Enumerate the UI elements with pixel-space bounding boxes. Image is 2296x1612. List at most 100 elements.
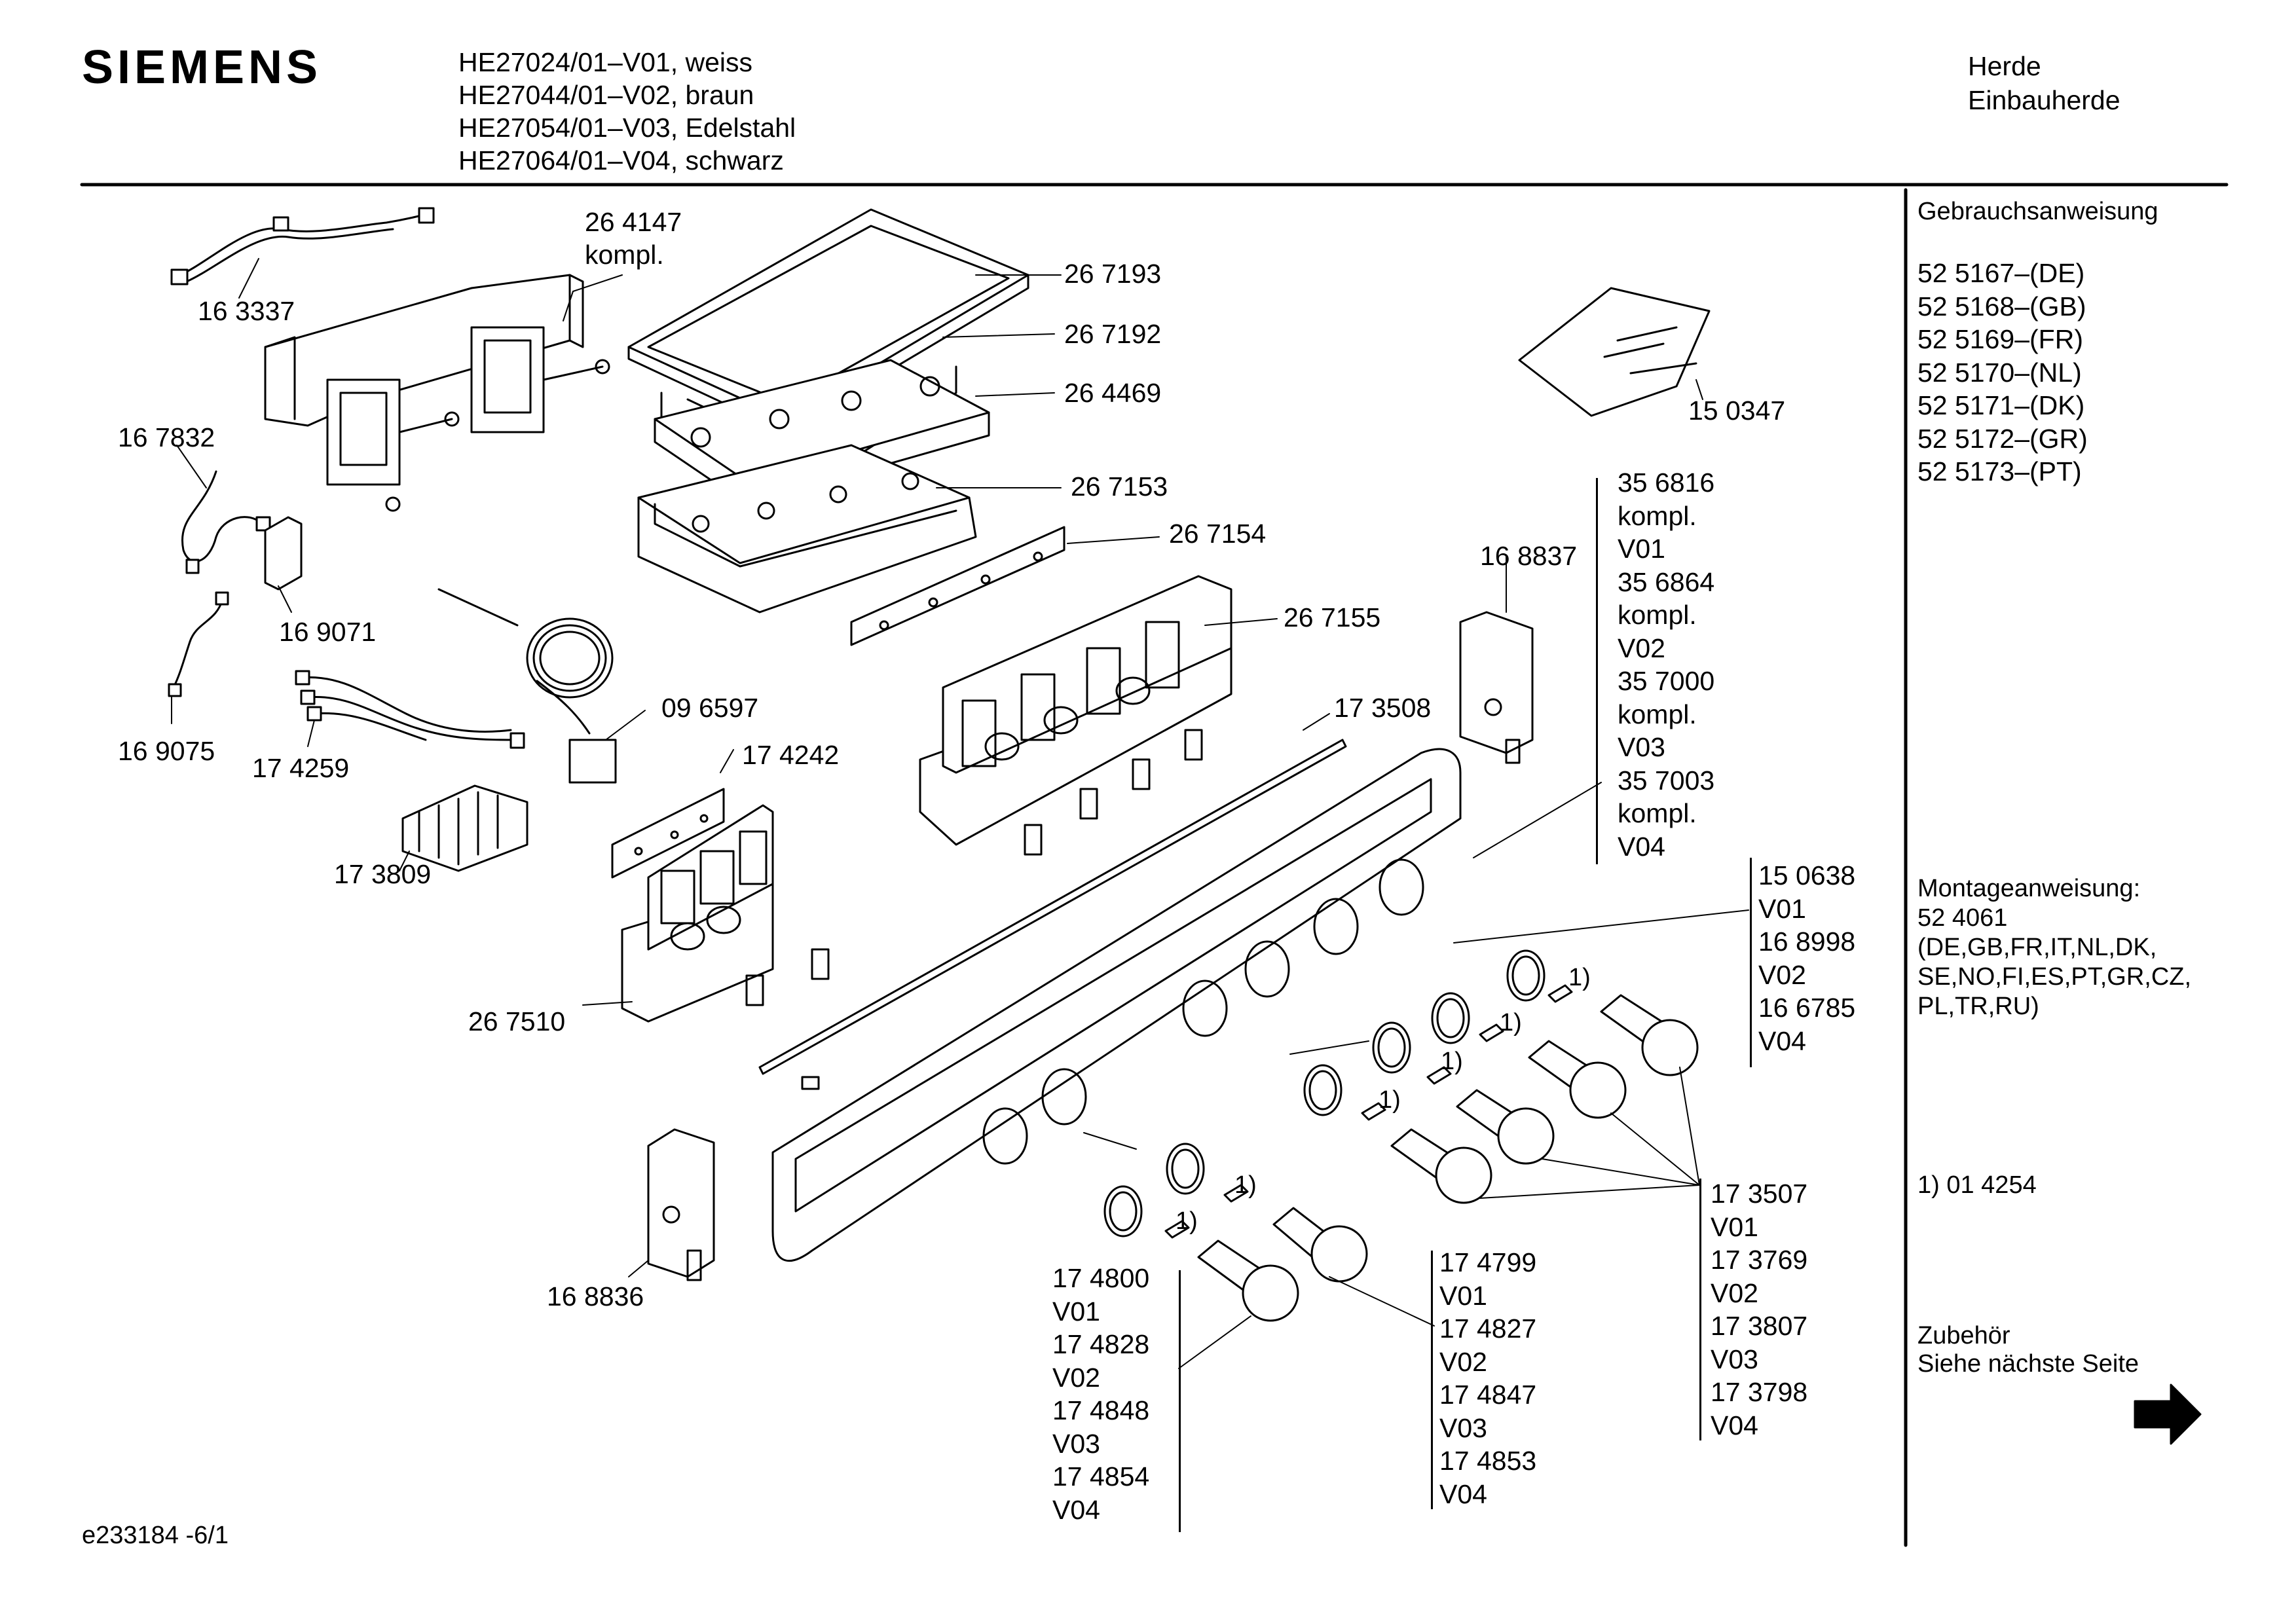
small-clips: [1164, 984, 1573, 1239]
manual-numbers: 52 5167–(DE) 52 5168–(GB) 52 5169–(FR) 5…: [1917, 257, 2088, 488]
switch-unit-267155: [919, 575, 1278, 846]
bag-150347: [1518, 287, 1711, 417]
cable-174259: [295, 670, 525, 749]
variant-item: V04: [1052, 1494, 1100, 1525]
install-line: (DE,GB,FR,IT,NL,DK,: [1917, 934, 2157, 961]
strip-267154: [850, 526, 1160, 646]
variant-item: V03: [1618, 732, 1665, 762]
variant-item: 17 4800: [1052, 1263, 1150, 1293]
manual-number: 52 5169–(FR): [1917, 324, 2083, 354]
part-label: 26 7154: [1169, 519, 1267, 549]
rings: [1083, 909, 1749, 1237]
variant-item: 17 4828: [1052, 1329, 1150, 1359]
variant-item: 17 3798: [1711, 1377, 1808, 1407]
manual-number: 52 5172–(GR): [1917, 423, 2088, 454]
control-panel: [771, 748, 1602, 1262]
switch-unit-264469: [654, 359, 1055, 505]
cable-169075: [168, 591, 229, 724]
part-label: 26 7192: [1064, 319, 1162, 349]
accessory-note: Siehe nächste Seite: [1917, 1350, 2139, 1378]
part-label: 26 7510: [468, 1006, 566, 1036]
variant-item: 16 8998: [1758, 926, 1856, 957]
clips: [745, 729, 1203, 1006]
part-label: 26 7193: [1064, 259, 1162, 289]
part-label: 17 4242: [742, 740, 840, 770]
variant-list-150638: 15 0638 V01 16 8998 V02 16 6785 V04: [1758, 859, 1855, 1057]
variant-item: 35 6864: [1618, 566, 1715, 597]
manual-number: 52 5170–(NL): [1917, 357, 2082, 388]
part-label: 15 0347: [1688, 395, 1786, 426]
footnote-marker: 1): [1379, 1086, 1401, 1114]
manual-number: 52 5173–(PT): [1917, 456, 2082, 486]
manual-title: Gebrauchsanweisung: [1917, 198, 2158, 225]
variant-item: V01: [1758, 893, 1806, 924]
variant-item: kompl.: [1618, 500, 1697, 531]
bracket-line: [1431, 1251, 1433, 1509]
part-label: 09 6597: [661, 693, 759, 723]
model-line-4: HE27064/01–V04, schwarz: [458, 145, 784, 175]
variant-item: V03: [1052, 1428, 1100, 1459]
seal-173508: [758, 713, 1347, 1090]
bracket-line: [1699, 1179, 1701, 1440]
variant-item: 17 3769: [1711, 1245, 1808, 1275]
bracket-line: [1179, 1270, 1181, 1532]
brand-logo: SIEMENS: [82, 41, 322, 94]
cable-167832: [176, 445, 271, 574]
variant-item: V02: [1052, 1362, 1100, 1393]
variant-item: V01: [1439, 1280, 1487, 1311]
variant-item: 17 4847: [1439, 1380, 1537, 1410]
switch-173809: [399, 784, 528, 872]
variant-item: 17 4848: [1052, 1395, 1150, 1425]
subcategory: Einbauherde: [1968, 85, 2120, 115]
variant-item: 15 0638: [1758, 860, 1856, 890]
connector-169071: [264, 516, 303, 613]
variant-item: 17 4799: [1439, 1247, 1537, 1277]
part-label: 16 7832: [118, 422, 215, 452]
variant-item: 16 6785: [1758, 993, 1856, 1023]
variant-item: V01: [1618, 534, 1665, 564]
variant-list-174800: 17 4800 V01 17 4828 V02 17 4848 V03 17 4…: [1052, 1262, 1149, 1526]
model-line-2: HE27044/01–V02, braun: [458, 80, 754, 110]
variant-list-173507: 17 3507 V01 17 3769 V02 17 3807 V03 17 3…: [1711, 1177, 1807, 1442]
switch-assembly-264147: [264, 274, 623, 512]
variant-item: kompl.: [1618, 600, 1697, 630]
variant-item: kompl.: [1618, 699, 1697, 729]
variant-list-174799: 17 4799 V01 17 4827 V02 17 4847 V03 17 4…: [1439, 1246, 1536, 1511]
thermostat-096597: [437, 588, 646, 784]
variant-item: V03: [1711, 1344, 1758, 1374]
bracket-line: [1596, 478, 1598, 864]
bracket-line: [1750, 858, 1752, 1067]
bracket-168836: [628, 1128, 715, 1281]
footnote-marker: 1): [1441, 1048, 1463, 1075]
variant-item: V03: [1439, 1412, 1487, 1443]
manual-number: 52 5171–(DK): [1917, 390, 2085, 420]
part-label: 16 3337: [198, 296, 295, 326]
strip-174242: [611, 749, 734, 879]
knobs: [1178, 994, 1700, 1369]
variant-list-356816: 35 6816 kompl. V01 35 6864 kompl. V02 35…: [1618, 466, 1714, 863]
variant-item: 17 3507: [1711, 1179, 1808, 1209]
variant-item: 17 4853: [1439, 1446, 1537, 1476]
footnote-marker: 1): [1234, 1171, 1257, 1199]
variant-item: V04: [1618, 831, 1665, 862]
part-label: 17 4259: [252, 753, 350, 783]
part-label: 26 7155: [1284, 602, 1381, 632]
variant-item: V02: [1711, 1277, 1758, 1308]
part-label: 16 8837: [1480, 541, 1578, 571]
switch-unit-267510: [582, 804, 774, 1023]
cable-163337: [170, 207, 435, 299]
variant-item: 35 7000: [1618, 666, 1715, 696]
part-label: 26 4469: [1064, 378, 1162, 408]
part-label: kompl.: [585, 240, 664, 270]
variant-item: V04: [1758, 1025, 1806, 1056]
housing-267153: [637, 444, 1062, 614]
variant-item: 35 7003: [1618, 765, 1715, 796]
model-line-3: HE27054/01–V03, Edelstahl: [458, 113, 796, 143]
category: Herde: [1968, 51, 2041, 81]
footnote-marker: 1): [1568, 964, 1591, 991]
part-label: 16 8836: [547, 1281, 644, 1311]
part-label: 17 3809: [334, 859, 432, 889]
install-line: 52 4061: [1917, 904, 2008, 932]
drawing-id: e233184 -6/1: [82, 1522, 229, 1549]
